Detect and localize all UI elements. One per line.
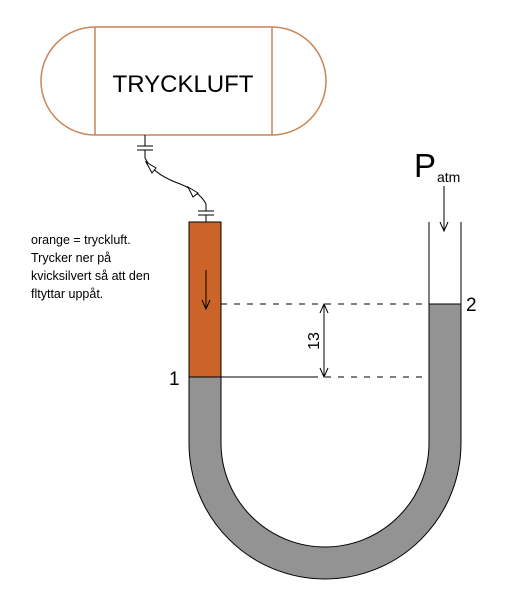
height-dimension: 13 <box>306 302 329 379</box>
note-line: Trycker ner på <box>31 251 111 265</box>
manometer-valve-icon <box>186 185 199 198</box>
air-pressure-arrow <box>201 270 211 311</box>
point-1-label: 1 <box>169 369 180 390</box>
compressed-air-column <box>188 221 222 378</box>
hose-line <box>144 150 207 211</box>
height-value: 13 <box>306 332 323 350</box>
patm-subscript: atm <box>437 169 460 185</box>
u-tube <box>188 221 462 580</box>
patm-arrow-head <box>439 221 449 233</box>
air-hose <box>137 135 214 222</box>
note-line: orange = tryckluft. <box>31 233 131 247</box>
level-lines <box>221 303 429 378</box>
patm-symbol: P <box>414 147 436 184</box>
point-2-label: 2 <box>466 295 477 316</box>
tank-valve-icon <box>144 160 157 174</box>
compressed-air-tank: TRYCKLUFT <box>40 26 327 136</box>
mercury-column <box>188 303 462 580</box>
atmospheric-pressure: P atm <box>414 147 460 233</box>
explanation-note: orange = tryckluft. Trycker ner på kvick… <box>31 233 150 301</box>
note-line: kvicksilvert så att den <box>31 269 150 283</box>
tank-label: TRYCKLUFT <box>113 71 254 98</box>
note-line: fltyttar uppåt. <box>31 287 103 301</box>
